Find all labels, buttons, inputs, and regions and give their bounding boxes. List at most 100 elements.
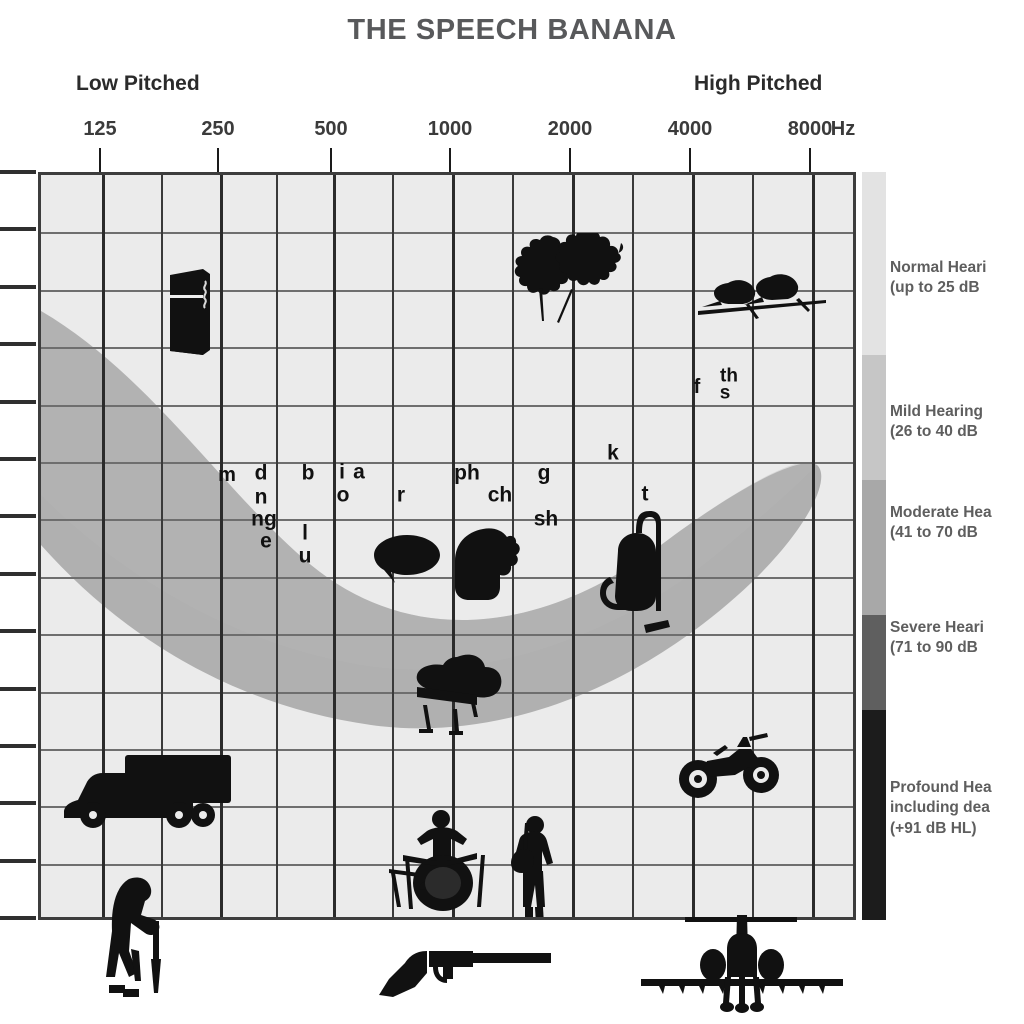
phoneme-u: u	[298, 544, 312, 568]
db-tick-1	[0, 227, 36, 232]
frequency-label-125: 125	[83, 118, 117, 140]
gridline-col-250	[220, 175, 223, 917]
db-tick-9	[0, 686, 36, 691]
drum-kit-icon	[381, 807, 509, 917]
gridline-row-11	[41, 806, 853, 809]
gridline-row-6	[41, 519, 853, 522]
gridline-row-7	[41, 576, 853, 579]
phoneme-i: i	[339, 460, 345, 484]
phoneme-b: b	[301, 461, 315, 485]
db-tick-7	[0, 571, 36, 576]
gridline-row-8	[41, 634, 853, 637]
oak-leaves-icon	[513, 233, 631, 327]
page-title: THE SPEECH BANANA	[347, 14, 677, 46]
gridline-col-mid-0	[161, 175, 163, 917]
frequency-tick-500	[330, 148, 332, 172]
db-tick-3	[0, 342, 36, 347]
legend-2-line2: (41 to 70 dB	[890, 524, 978, 542]
legend-4-line3: (+91 dB HL)	[890, 819, 977, 837]
refrigerator-icon	[165, 267, 215, 359]
legend-1-line1: Mild Hearing	[890, 403, 984, 420]
legend-4-line1: Profound Hea	[890, 779, 992, 796]
gridline-row-3	[41, 347, 853, 350]
phoneme-ph: ph	[454, 461, 480, 485]
db-tick-6	[0, 514, 36, 519]
legend-entry-0: Normal Heari (up to 25 dB	[890, 258, 1024, 299]
db-tick-0	[0, 170, 36, 174]
phoneme-d: d	[254, 461, 268, 485]
phoneme-g: g	[537, 461, 551, 485]
gridline-col-mid-5	[752, 175, 754, 917]
db-tick-8	[0, 629, 36, 634]
phoneme-r: r	[396, 483, 406, 507]
gridline-row-5	[41, 462, 853, 464]
severity-color-bar	[862, 172, 886, 920]
frequency-unit-label: Hz	[830, 118, 856, 140]
legend-2-line1: Moderate Hea	[890, 504, 992, 521]
legend-entry-2: Moderate Hea (41 to 70 dB	[890, 503, 1024, 544]
db-tick-12	[0, 858, 36, 863]
gridline-row-10	[41, 749, 853, 751]
legend-3-line1: Severe Heari	[890, 619, 984, 636]
birds-icon	[698, 271, 828, 321]
db-tick-4	[0, 399, 36, 404]
db-tick-13	[0, 916, 36, 921]
severity-band-4	[862, 710, 886, 920]
gridline-col-500	[333, 175, 336, 917]
phoneme-k: k	[607, 441, 619, 465]
phoneme-th: th	[720, 365, 738, 387]
frequency-tick-8000	[809, 148, 811, 172]
legend-4-line2: including dea	[890, 799, 990, 817]
frequency-label-250: 250	[201, 118, 235, 140]
frequency-tick-1000	[449, 148, 451, 172]
phoneme-f: f	[693, 376, 701, 398]
legend-1-line2: (26 to 40 dB	[890, 423, 978, 441]
frequency-tick-4000	[689, 148, 691, 172]
frequency-tick-125	[99, 148, 101, 172]
gridline-row-1	[41, 232, 853, 235]
gridline-row-4	[41, 404, 853, 407]
jackhammer-icon	[101, 875, 183, 999]
db-tick-2	[0, 284, 36, 289]
gridline-col-1000	[452, 175, 455, 917]
legend-entry-4: Profound Hea including dea (+91 dB HL)	[890, 778, 1024, 839]
phoneme-e: e	[260, 529, 272, 553]
frequency-label-2000: 2000	[547, 118, 593, 140]
phoneme-n: n	[254, 485, 268, 509]
guitarist-icon	[509, 815, 561, 917]
high-pitch-label: High Pitched	[694, 72, 823, 95]
phoneme-t: t	[641, 482, 649, 506]
phoneme-s: s	[719, 382, 731, 404]
speech-bubble-icon	[373, 533, 445, 585]
severity-band-2	[862, 480, 886, 615]
legend-0-line2: (up to 25 dB	[890, 279, 980, 297]
motorcycle-icon	[677, 731, 781, 801]
severity-band-3	[862, 615, 886, 710]
phoneme-sh: sh	[533, 507, 559, 531]
legend-entry-1: Mild Hearing (26 to 40 dB	[890, 402, 1024, 443]
jet-airplane-icon	[639, 913, 845, 1013]
vacuum-cleaner-icon	[596, 507, 672, 641]
severity-band-1	[862, 355, 886, 480]
legend-entry-3: Severe Heari (71 to 90 dB	[890, 618, 1024, 659]
frequency-tick-250	[217, 148, 219, 172]
frequency-tick-2000	[569, 148, 571, 172]
db-tick-5	[0, 457, 36, 461]
gridline-col-4000	[692, 175, 695, 917]
gridline-col-8000	[812, 175, 815, 917]
frequency-label-500: 500	[314, 118, 348, 140]
phoneme-a: a	[353, 460, 365, 484]
talking-head-icon	[453, 527, 521, 605]
rifle-icon	[377, 945, 553, 999]
gridline-col-125	[102, 175, 105, 917]
legend-0-line1: Normal Heari	[890, 259, 987, 276]
low-pitch-label: Low Pitched	[76, 72, 200, 95]
db-tick-10	[0, 744, 36, 748]
legend-3-line2: (71 to 90 dB	[890, 639, 978, 657]
phoneme-l: l	[302, 521, 308, 545]
frequency-label-8000: 8000	[787, 118, 833, 140]
frequency-label-4000: 4000	[667, 118, 713, 140]
phoneme-m: m	[218, 464, 236, 486]
